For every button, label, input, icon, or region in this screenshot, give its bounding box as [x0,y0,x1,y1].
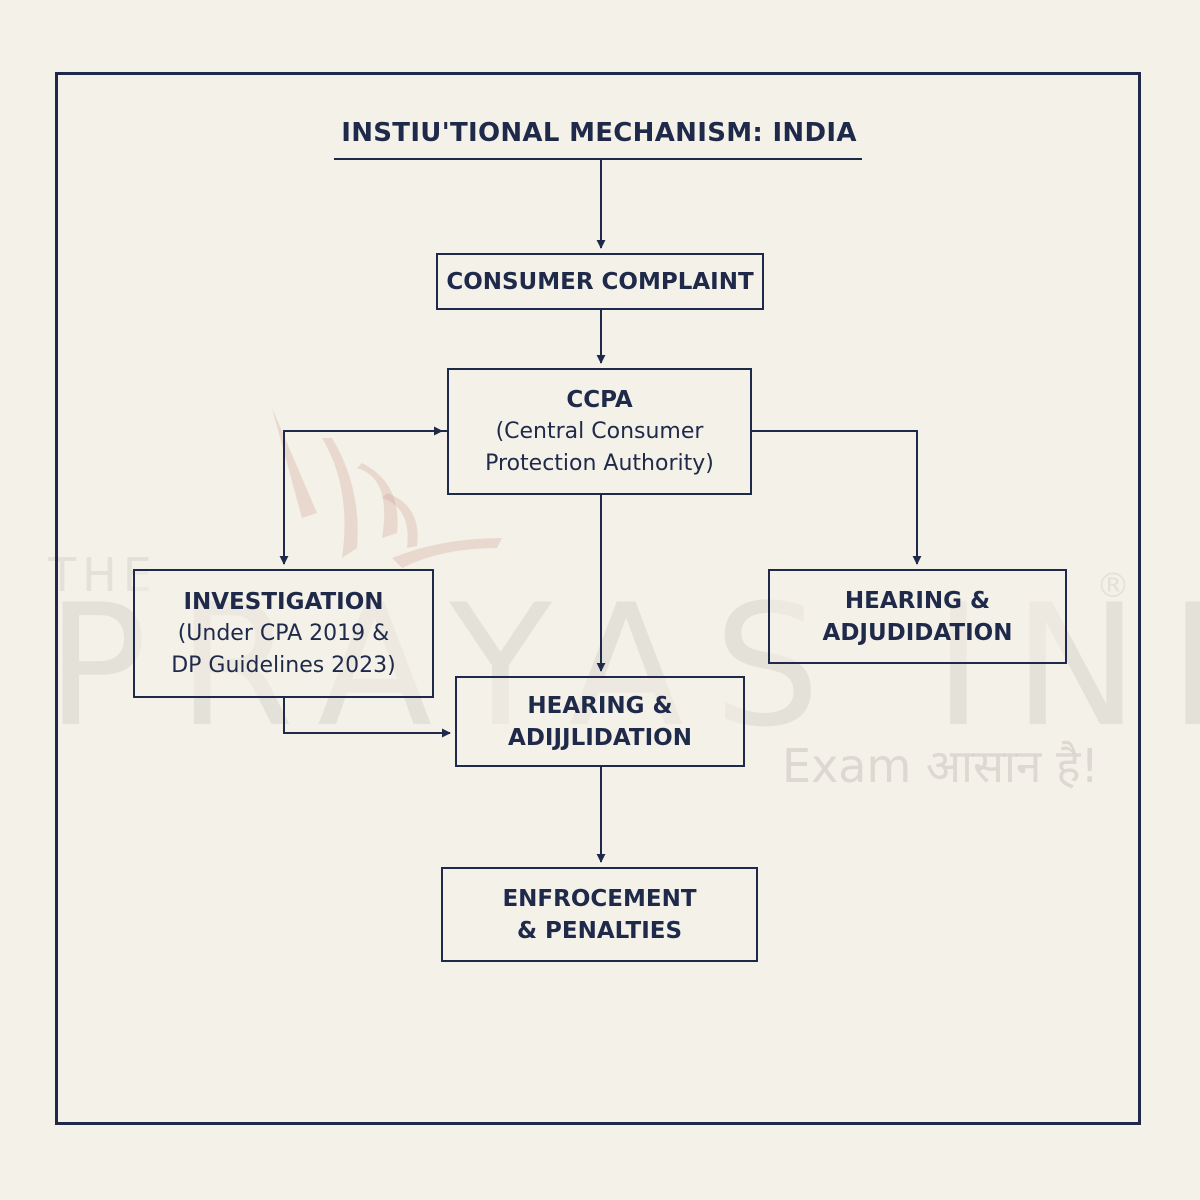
node-hearing-right-line-1: HEARING & [844,587,991,614]
node-hearing-right-line-2: ADJUDIDATION [822,619,1013,646]
node-ccpa-label: CCPA [566,386,633,413]
node-hearing-center-line-2: ADIJJLIDATION [508,724,692,751]
node-hearing-center-line-1: HEARING & [527,692,673,719]
node-consumer-complaint: CONSUMER COMPLAINT [436,253,764,310]
node-investigation: INVESTIGATION (Under CPA 2019 & DP Guide… [133,569,434,698]
node-ccpa-sub-line-1: (Central Consumer [495,418,704,444]
node-investigation-sub-line-1: (Under CPA 2019 & [177,620,390,646]
node-hearing-adjudication-right: HEARING & ADJUDIDATION [768,569,1067,664]
node-ccpa: CCPA (Central Consumer Protection Author… [447,368,752,495]
node-consumer-complaint-label: CONSUMER COMPLAINT [446,268,754,295]
edge-ccpa-to-hearing-right [752,430,922,565]
node-enforcement-penalties: ENFROCEMENT & PENALTIES [441,867,758,962]
node-investigation-sub-line-2: DP Guidelines 2023) [171,652,396,678]
node-investigation-label: INVESTIGATION [183,588,384,615]
node-hearing-adjudication-center: HEARING & ADIJJLIDATION [455,676,745,767]
diagram-frame [55,72,1141,1125]
node-enforcement-line-1: ENFROCEMENT [502,885,697,912]
node-ccpa-sub-line-2: Protection Authority) [485,450,714,476]
node-enforcement-line-2: & PENALTIES [516,917,683,944]
edge-investigation-to-hearing-center [283,698,451,738]
title-underline [334,158,862,160]
edge-ccpa-to-investigation [279,430,447,565]
diagram-title: INSTIU'TIONAL MECHANISM: INDIA [341,118,857,148]
